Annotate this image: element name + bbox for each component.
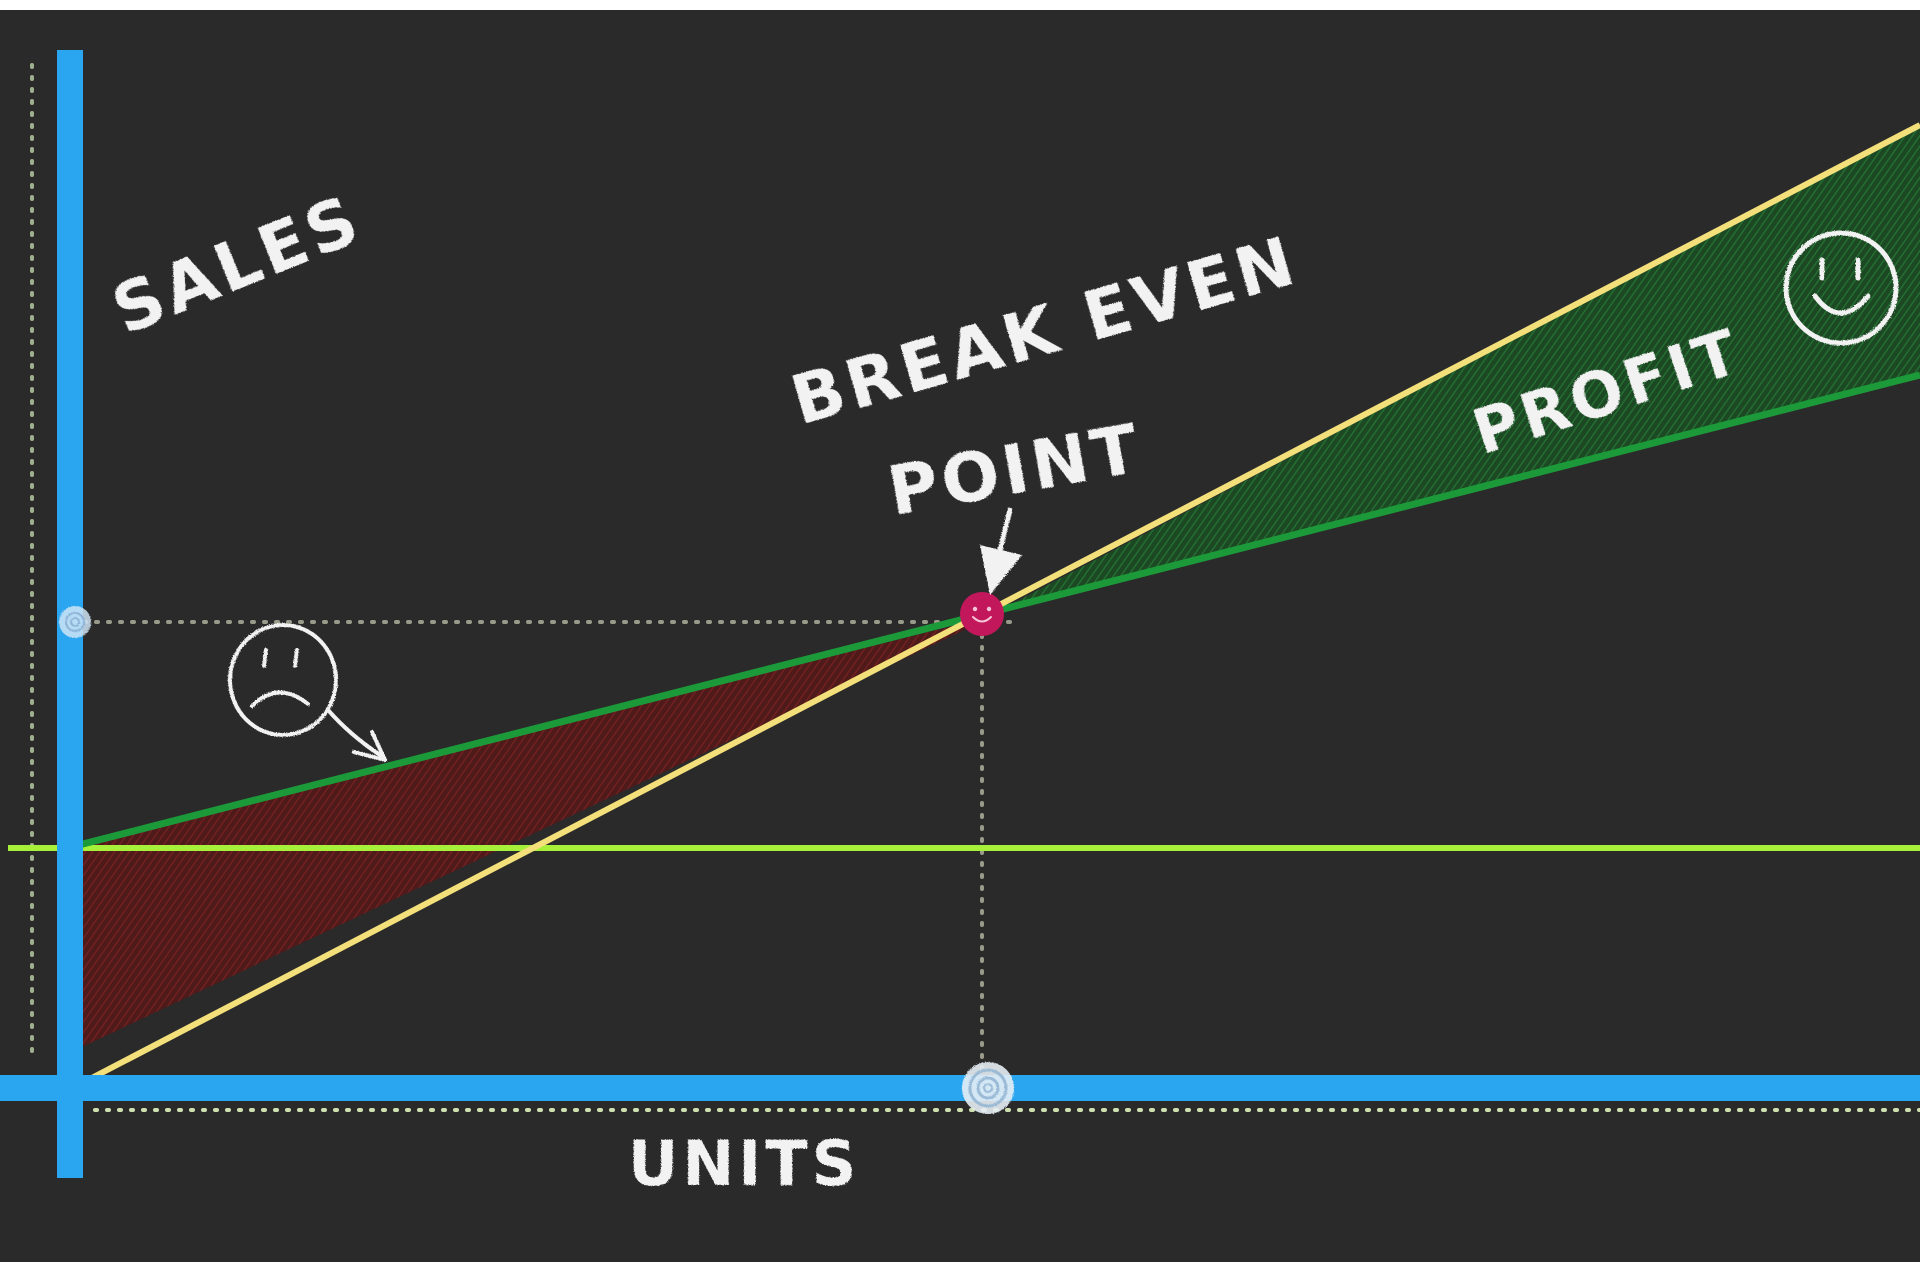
loss-arrow-icon [326, 708, 387, 762]
smiley-dot-icon [960, 592, 1004, 636]
chalkboard: SALES UNITS BREAK EVEN POINT PROFIT [0, 10, 1920, 1262]
x-axis [0, 1075, 1920, 1101]
x-axis-scribble-icon [962, 1062, 1014, 1114]
happy-face-icon [1783, 230, 1899, 346]
loss-area [65, 618, 985, 1055]
break-even-diagram: SALES UNITS BREAK EVEN POINT PROFIT [0, 50, 1920, 1200]
break-even-label-line2: POINT [882, 409, 1148, 531]
sad-face-icon [228, 623, 338, 737]
y-axis-scribble-icon [59, 606, 91, 638]
x-axis-label: UNITS [628, 1127, 860, 1200]
break-even-label-line1: BREAK EVEN [783, 221, 1307, 441]
break-even-arrow-icon [980, 507, 1022, 595]
y-axis-label: SALES [102, 180, 373, 351]
